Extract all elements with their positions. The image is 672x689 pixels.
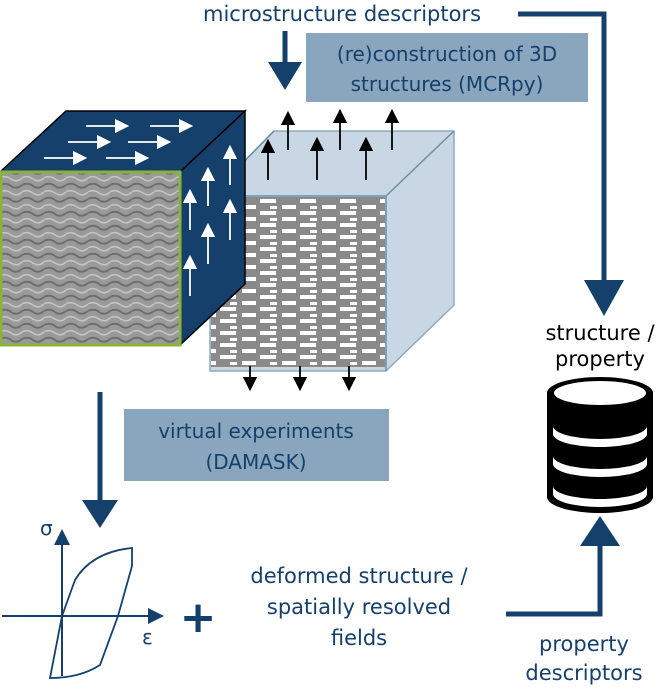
property-text-1: property [539,632,629,656]
side-face-arrows [182,144,238,296]
sigma-label: σ [40,516,53,540]
microstructure-image [0,170,182,347]
deformed-db-arrow-head [580,516,620,546]
top-face-arrows [44,118,194,166]
db-label: DB [585,401,614,425]
epsilon-label: ε [142,625,153,649]
hysteresis-loop [48,547,133,679]
upward-arrows [260,108,400,180]
downward-arrows [242,366,357,392]
property-text-2: descriptors [525,661,642,685]
virtual-experiments-text-1: virtual experiments [158,419,354,443]
descriptors-down-arrow [268,62,302,90]
reconstruction-box [306,33,588,102]
virtual-experiments-box [124,409,389,481]
db-title-2: property [555,347,645,371]
experiments-down-arrow [82,500,118,528]
db-arrow-head [584,280,624,316]
deformed-text-2: spatially resolved [267,595,451,619]
descriptors-label: microstructure descriptors [203,2,481,26]
microstructure-cube [0,109,247,347]
deformed-text-1: deformed structure / [250,564,468,588]
reconstructed-cube [209,130,455,372]
reconstruction-text-2: structures (MCRpy) [351,72,544,96]
deformed-to-db-connector [506,546,603,617]
virtual-experiments-text-2: (DAMASK) [205,450,306,474]
reconstruction-text-1: (re)construction of 3D [337,42,557,66]
deformed-text-3: fields [331,626,387,650]
plus-sign: + [180,592,217,643]
descriptors-to-db-connector [518,11,607,280]
stress-strain-graph [2,529,164,679]
database-icon [547,377,653,513]
db-title-1: structure / [545,321,655,345]
